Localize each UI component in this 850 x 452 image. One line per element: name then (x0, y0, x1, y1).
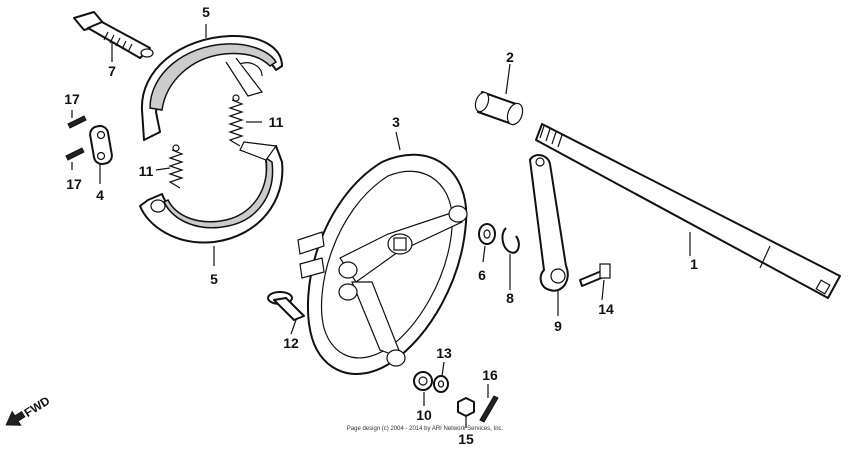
part-13-washer[interactable] (433, 375, 449, 393)
label-17-lower: 17 (66, 176, 82, 192)
label-7: 7 (108, 63, 116, 79)
part-labels: 7 5 2 3 1 17 17 4 11 11 5 6 8 9 14 12 13… (64, 4, 698, 447)
label-6: 6 (478, 267, 486, 283)
label-10: 10 (416, 407, 432, 423)
part-6-washer[interactable] (478, 223, 496, 245)
part-5-lower-brake-shoe[interactable] (139, 141, 284, 244)
part-7-cam[interactable] (73, 11, 154, 59)
label-4: 4 (96, 187, 104, 203)
fwd-label: FWD (22, 393, 53, 420)
part-9-brake-arm[interactable] (529, 154, 569, 292)
label-16: 16 (482, 367, 498, 383)
part-12-bolt[interactable] (267, 291, 305, 321)
label-15: 15 (458, 431, 474, 447)
part-11-lower-spring[interactable] (168, 144, 184, 189)
label-5-lower: 5 (210, 271, 218, 287)
label-14: 14 (598, 301, 614, 317)
fwd-arrow: FWD (5, 393, 53, 426)
part-11-upper-spring[interactable] (228, 94, 244, 147)
part-10-nut[interactable] (413, 371, 433, 391)
label-1: 1 (690, 256, 698, 272)
label-17-upper: 17 (64, 91, 80, 107)
part-14-bolt[interactable] (579, 263, 611, 287)
label-12: 12 (283, 335, 299, 351)
part-4-plate[interactable] (89, 124, 113, 166)
part-1-axle[interactable] (535, 123, 841, 299)
label-9: 9 (554, 318, 562, 334)
copyright-notice: Page design (c) 2004 - 2014 by ARI Netwo… (347, 426, 504, 432)
label-13: 13 (436, 345, 452, 361)
part-3-brake-panel[interactable] (297, 153, 468, 375)
label-5-upper: 5 (202, 4, 210, 20)
label-11-lower: 11 (139, 163, 154, 179)
part-15-nut[interactable] (457, 397, 475, 417)
label-8: 8 (506, 290, 514, 306)
part-8-clip[interactable] (501, 227, 520, 254)
fwd-arrow-icon (5, 410, 26, 426)
part-5-upper-brake-shoe[interactable] (140, 34, 283, 141)
label-3: 3 (392, 114, 400, 130)
label-2: 2 (506, 49, 514, 65)
label-11-upper: 11 (269, 114, 284, 130)
part-17-pins[interactable] (65, 115, 87, 161)
leader-lines (71, 24, 691, 428)
part-2-bushing[interactable] (473, 91, 525, 127)
part-16-cotter-pin[interactable] (479, 395, 499, 423)
